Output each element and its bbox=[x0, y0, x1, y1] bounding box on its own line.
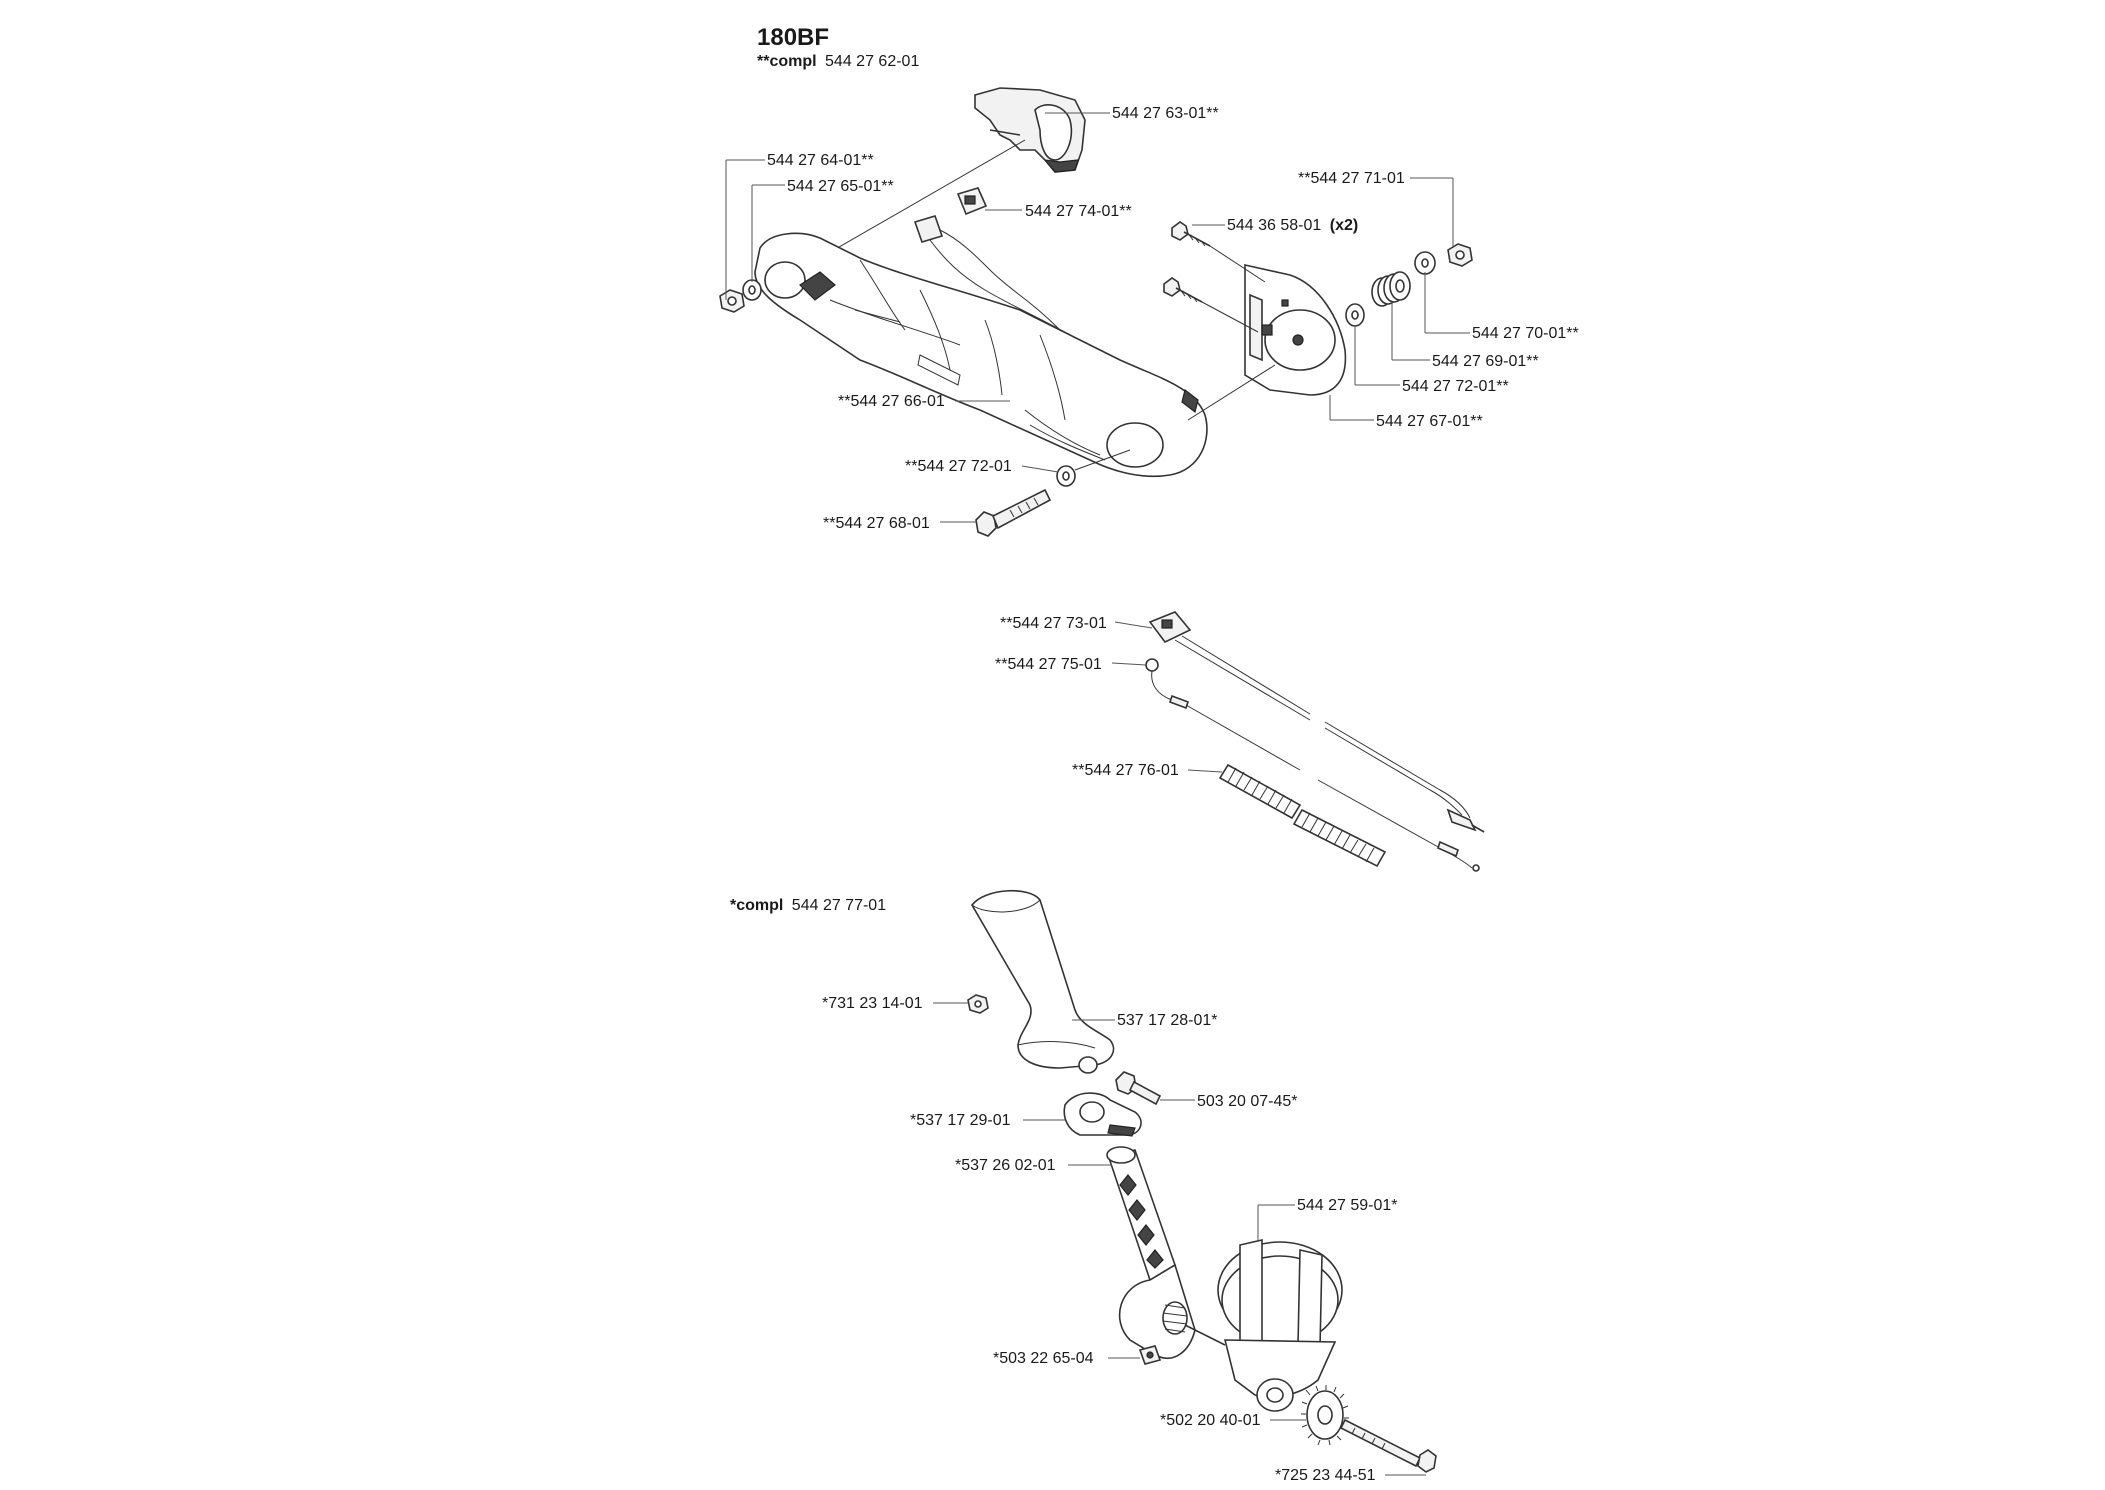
label-544-27-76-01: **544 27 76-01 bbox=[1072, 762, 1179, 779]
compl-bottom-prefix: *compl bbox=[730, 897, 783, 914]
label-544-27-63-01: 544 27 63-01** bbox=[1112, 105, 1219, 122]
label-544-27-67-01: 544 27 67-01** bbox=[1376, 413, 1483, 430]
switch-wire bbox=[913, 215, 1071, 336]
loop-handle-assembly bbox=[933, 890, 1437, 1476]
label-725-23-44-51: *725 23 44-51 bbox=[1275, 1467, 1376, 1484]
label-544-27-68-01: **544 27 68-01 bbox=[823, 515, 930, 532]
main-arm-part bbox=[754, 232, 1208, 478]
label-544-27-66-01: **544 27 66-01 bbox=[838, 393, 945, 410]
screw-qty: (x2) bbox=[1330, 217, 1358, 234]
cable-connector-part bbox=[1148, 611, 1192, 644]
label-544-27-59-01: 544 27 59-01* bbox=[1297, 1197, 1398, 1214]
label-544-27-70-01: 544 27 70-01** bbox=[1472, 325, 1579, 342]
top-clamp-part bbox=[974, 87, 1086, 173]
grip-screw-part bbox=[1115, 1071, 1162, 1106]
label-544-27-64-01: 544 27 64-01** bbox=[767, 152, 874, 169]
label-544-27-71-01: **544 27 71-01 bbox=[1298, 170, 1405, 187]
screws-part bbox=[1163, 221, 1211, 303]
label-503-22-65-04: *503 22 65-04 bbox=[993, 1350, 1094, 1367]
loop-ring-part bbox=[1162, 1238, 1343, 1412]
cable-assembly bbox=[1111, 611, 1485, 872]
label-544-27-72-01-bottom: **544 27 72-01 bbox=[905, 458, 1012, 475]
washer-small bbox=[1414, 251, 1436, 275]
model-title: 180BF bbox=[757, 24, 829, 51]
handle-arm-assembly bbox=[719, 87, 1473, 537]
label-503-20-07-45: 503 20 07-45* bbox=[1197, 1093, 1298, 1110]
label-731-23-14-01: *731 23 14-01 bbox=[822, 995, 923, 1012]
label-544-27-75-01: **544 27 75-01 bbox=[995, 656, 1102, 673]
label-544-27-69-01: 544 27 69-01** bbox=[1432, 353, 1539, 370]
screw-number: 544 36 58-01 bbox=[1227, 217, 1321, 234]
throttle-cable-part bbox=[1145, 658, 1159, 672]
long-bolt-part bbox=[975, 488, 1052, 537]
label-544-27-72-01-right: 544 27 72-01** bbox=[1402, 378, 1509, 395]
compl-top-prefix: **compl bbox=[757, 53, 817, 70]
complete-assembly-bottom: *compl 544 27 77-01 bbox=[730, 897, 886, 914]
switch-part bbox=[956, 187, 988, 216]
label-544-27-73-01: **544 27 73-01 bbox=[1000, 615, 1107, 632]
spring-part bbox=[1371, 271, 1411, 307]
handle-tube-part bbox=[1106, 1146, 1196, 1359]
grip-clamp-part bbox=[1063, 1092, 1142, 1137]
label-537-26-02-01: *537 26 02-01 bbox=[955, 1157, 1056, 1174]
gear-knob-part bbox=[1301, 1385, 1349, 1446]
washer-bottom bbox=[1056, 465, 1076, 487]
square-nut-part bbox=[1138, 1345, 1162, 1365]
compl-top-number: 544 27 62-01 bbox=[825, 53, 919, 70]
grip-nut-part bbox=[967, 994, 989, 1014]
label-544-27-74-01: 544 27 74-01** bbox=[1025, 203, 1132, 220]
complete-assembly-top: **compl 544 27 62-01 bbox=[757, 53, 919, 70]
compl-bottom-number: 544 27 77-01 bbox=[792, 897, 886, 914]
nut-right bbox=[1447, 243, 1473, 267]
cable-spring-part bbox=[1218, 763, 1387, 868]
washer-right bbox=[1345, 303, 1365, 327]
bottom-bolt-part bbox=[1339, 1418, 1437, 1473]
label-544-36-58-01: 544 36 58-01 (x2) bbox=[1227, 217, 1358, 234]
label-537-17-28-01: 537 17 28-01* bbox=[1117, 1012, 1218, 1029]
label-502-20-40-01: *502 20 40-01 bbox=[1160, 1412, 1261, 1429]
label-544-27-65-01: 544 27 65-01** bbox=[787, 178, 894, 195]
label-537-17-29-01: *537 17 29-01 bbox=[910, 1112, 1011, 1129]
bracket-plate-part bbox=[1244, 264, 1347, 396]
grip-part bbox=[971, 890, 1115, 1069]
